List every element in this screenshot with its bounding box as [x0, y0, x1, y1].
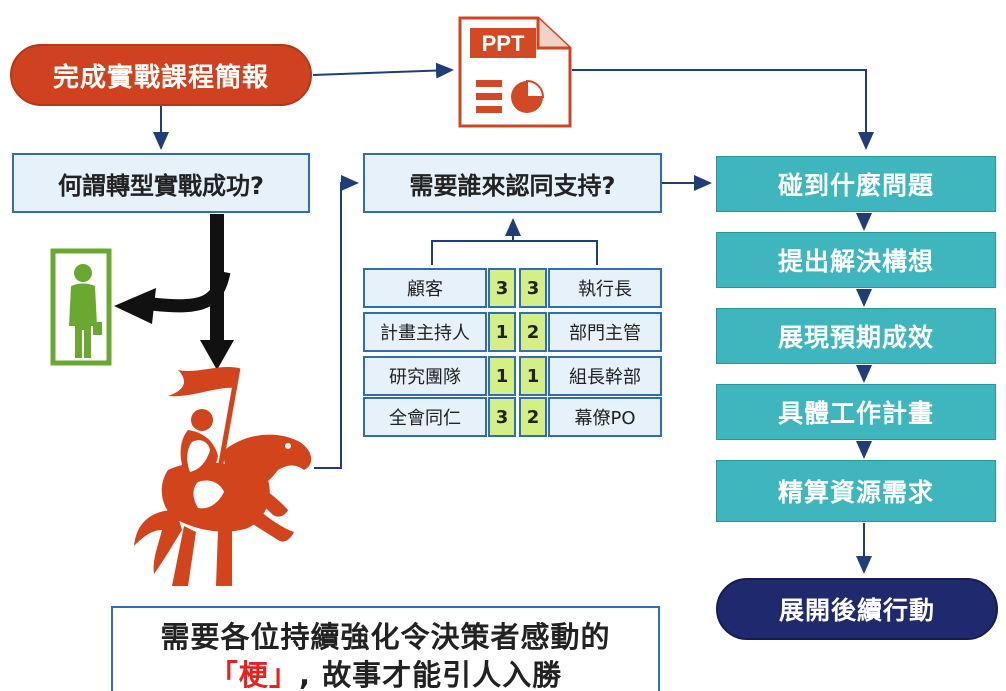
ppt-label: PPT	[482, 31, 525, 56]
score-value: 1	[495, 321, 509, 343]
message-keyword: 梗	[238, 658, 269, 691]
supporter-right-0: 執行長	[548, 268, 662, 308]
knight-on-horse-icon	[128, 360, 318, 588]
branch-arrows	[114, 214, 234, 370]
message-box: 需要各位持續強化令決策者感動的 「梗」, 故事才能引人入勝	[111, 606, 660, 691]
supporter-right-score-2: 1	[519, 356, 547, 396]
score-value: 3	[495, 277, 509, 299]
step-work-plan: 具體工作計畫	[716, 384, 996, 440]
step-problem: 碰到什麼問題	[716, 156, 996, 212]
supporter-right-score-0: 3	[519, 268, 547, 308]
supporter-left-score-2: 1	[488, 356, 516, 396]
message-line-2: 「梗」, 故事才能引人入勝	[113, 656, 658, 691]
supporter-left-label: 計畫主持人	[380, 323, 470, 344]
message-rest: , 故事才能引人入勝	[298, 658, 563, 691]
score-value: 2	[526, 321, 540, 343]
supporter-right-3: 幕僚PO	[548, 397, 662, 437]
score-value: 2	[526, 406, 540, 428]
message-quote-close: 」	[268, 658, 299, 691]
supporter-left-3: 全會同仁	[363, 397, 487, 437]
supporter-right-score-3: 2	[519, 397, 547, 437]
supporter-left-label: 研究團隊	[389, 367, 461, 388]
supporter-right-score-1: 2	[519, 312, 547, 352]
supporter-right-2: 組長幹部	[548, 356, 662, 396]
supporter-right-1: 部門主管	[548, 312, 662, 352]
step-solution: 提出解決構想	[716, 232, 996, 288]
end-pill: 展開後續行動	[716, 578, 998, 640]
person-in-doorway-icon	[50, 248, 112, 366]
supporter-right-label: 執行長	[578, 279, 632, 300]
question-success-label: 何謂轉型實戰成功?	[58, 171, 264, 200]
step-outcome: 展現預期成效	[716, 308, 996, 364]
score-value: 3	[526, 277, 540, 299]
supporter-left-2: 研究團隊	[363, 356, 487, 396]
step-label: 提出解決構想	[777, 247, 934, 276]
question-support-label: 需要誰來認同支持?	[409, 171, 616, 200]
supporter-left-score-0: 3	[488, 268, 516, 308]
supporter-left-score-1: 1	[488, 312, 516, 352]
supporter-right-label: 部門主管	[569, 323, 641, 344]
step-resources: 精算資源需求	[716, 460, 996, 522]
question-success-box: 何謂轉型實戰成功?	[12, 153, 310, 213]
message-line-1: 需要各位持續強化令決策者感動的	[160, 620, 611, 654]
score-value: 1	[526, 365, 540, 387]
step-label: 具體工作計畫	[777, 399, 934, 428]
supporter-left-score-3: 3	[488, 397, 516, 437]
ppt-document-icon: PPT	[458, 16, 572, 128]
score-value: 3	[495, 406, 509, 428]
supporter-right-label: 組長幹部	[569, 367, 641, 388]
start-pill: 完成實戰課程簡報	[10, 44, 312, 106]
question-support-box: 需要誰來認同支持?	[363, 153, 662, 213]
step-label: 展現預期成效	[777, 323, 934, 352]
score-value: 1	[495, 365, 509, 387]
supporter-left-1: 計畫主持人	[363, 312, 487, 352]
supporter-left-0: 顧客	[363, 268, 487, 308]
supporter-right-label: 幕僚PO	[574, 408, 636, 429]
start-label: 完成實戰課程簡報	[52, 62, 269, 93]
end-label: 展開後續行動	[778, 596, 935, 625]
supporter-left-label: 顧客	[407, 279, 443, 300]
step-label: 碰到什麼問題	[777, 171, 934, 200]
message-quote-open: 「	[208, 658, 239, 691]
step-label: 精算資源需求	[777, 478, 934, 507]
supporter-left-label: 全會同仁	[389, 408, 461, 429]
